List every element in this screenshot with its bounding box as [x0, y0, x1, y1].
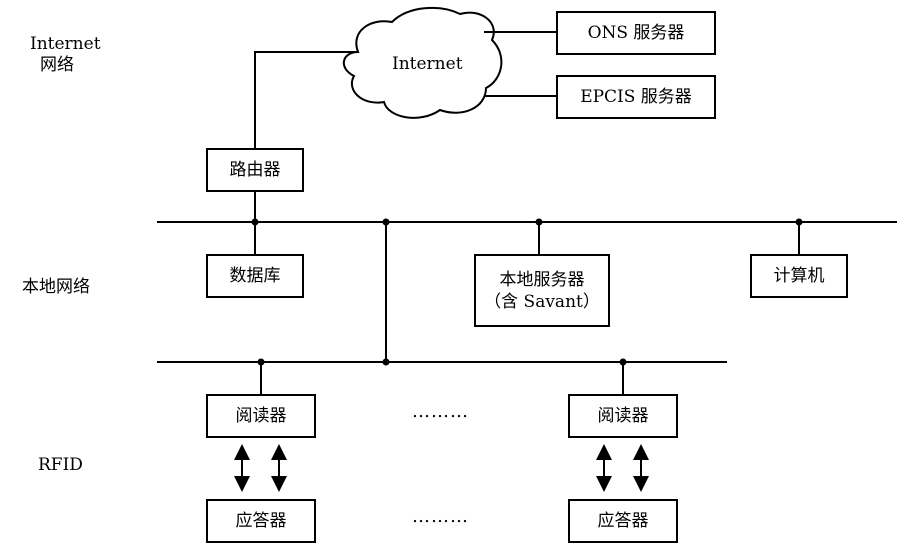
ons-server-label: ONS 服务器 — [587, 23, 685, 43]
database-box: 数据库 — [206, 254, 304, 298]
reader-box-left: 阅读器 — [206, 394, 316, 438]
layer-label-internet-line1: Internet — [30, 34, 101, 54]
junction-dot — [257, 358, 265, 366]
computer-label: 计算机 — [773, 266, 825, 286]
layer-label-internet: Internet 网络 — [30, 34, 101, 76]
computer-box: 计算机 — [750, 254, 848, 298]
epcis-server-label: EPCIS 服务器 — [580, 87, 692, 107]
local-server-box: 本地服务器 （含 Savant） — [474, 254, 610, 327]
epcis-server-box: EPCIS 服务器 — [556, 75, 716, 119]
internet-cloud — [343, 6, 503, 119]
layer-label-rfid: RFID — [38, 455, 83, 475]
local-server-sublabel: （含 Savant） — [484, 291, 600, 312]
reader-label: 阅读器 — [235, 406, 287, 426]
router-box: 路由器 — [206, 148, 304, 192]
reader-label: 阅读器 — [597, 406, 649, 426]
cloud-router-link — [254, 51, 356, 148]
ons-server-box: ONS 服务器 — [556, 11, 716, 55]
cloud-label: Internet — [392, 54, 463, 74]
reader-box-right: 阅读器 — [568, 394, 678, 438]
ellipsis-bottom: ……… — [412, 506, 469, 527]
junction-dot — [251, 218, 259, 226]
ellipsis-top: ……… — [412, 401, 469, 422]
responder-label: 应答器 — [597, 511, 649, 531]
layer-label-internet-line2: 网络 — [40, 55, 74, 75]
junction-dot — [382, 358, 390, 366]
local-server-label: 本地服务器 — [499, 269, 585, 290]
junction-dot — [619, 358, 627, 366]
junction-dot — [535, 218, 543, 226]
database-label: 数据库 — [229, 266, 281, 286]
responder-box-left: 应答器 — [206, 499, 316, 543]
responder-box-right: 应答器 — [568, 499, 678, 543]
responder-label: 应答器 — [235, 511, 287, 531]
router-label: 路由器 — [229, 160, 281, 180]
junction-dot — [795, 218, 803, 226]
layer-label-local: 本地网络 — [22, 277, 90, 297]
junction-dot — [382, 218, 390, 226]
